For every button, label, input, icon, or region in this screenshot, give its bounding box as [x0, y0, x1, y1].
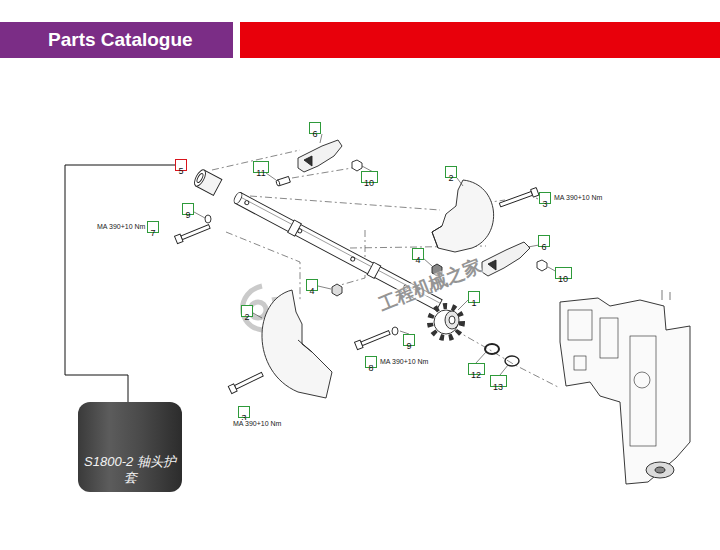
callout-number: 2 — [445, 166, 457, 178]
callout-text: 6 — [539, 242, 548, 252]
callout-number: 1 — [468, 291, 480, 303]
callout-text: 7 — [148, 228, 157, 238]
callout-number: 3 — [539, 192, 551, 204]
callout-number: 5 — [175, 159, 187, 171]
callout-number: 12 — [468, 363, 485, 375]
callout-text: 4 — [413, 255, 422, 265]
callout-text: 5 — [176, 166, 185, 176]
callout-number: 3 — [238, 406, 250, 418]
callout-number: 8 — [365, 356, 377, 368]
torque-spec: MA 390+10 Nm — [232, 420, 282, 427]
callout-number: 10 — [361, 171, 378, 183]
callout-number: 4 — [306, 279, 318, 291]
callout-number: 10 — [555, 267, 572, 279]
part-photo: S1800-2 轴头护套 — [78, 402, 182, 492]
callout-number: 9 — [182, 203, 194, 215]
callout-number: 13 — [490, 375, 507, 387]
title-band: Parts Catalogue — [0, 22, 233, 58]
callout-text: 4 — [307, 286, 316, 296]
callout-text: 2 — [446, 173, 455, 183]
page-title: Parts Catalogue — [0, 22, 233, 58]
watermark: 工程机械之家 — [377, 256, 484, 313]
callout-text: 3 — [540, 199, 549, 209]
callout-text: 12 — [469, 370, 483, 380]
callout-text: 11 — [254, 168, 267, 178]
callout-text: 6 — [310, 129, 319, 139]
callout-text: 2 — [242, 312, 251, 322]
photo-note: S1800-2 轴头护套 — [84, 454, 176, 487]
callout-number: 6 — [309, 122, 321, 134]
callout-text: 10 — [556, 274, 570, 284]
callout-text: 8 — [366, 363, 375, 373]
callout-number: 7 — [147, 221, 159, 233]
torque-spec: MA 390+10 Nm — [553, 194, 603, 201]
leader-line — [65, 165, 175, 402]
callout-number: 2 — [241, 305, 253, 317]
callout-text: 9 — [404, 341, 413, 351]
callout-text: 10 — [362, 178, 376, 188]
callout-number: 9 — [403, 334, 415, 346]
torque-spec: MA 390+10 Nm — [96, 223, 146, 230]
header-bar — [240, 22, 720, 58]
callout-text: 13 — [491, 382, 505, 392]
callout-number: 11 — [253, 161, 269, 173]
callout-text: 9 — [183, 210, 192, 220]
torque-spec: MA 390+10 Nm — [379, 358, 429, 365]
callout-text: 1 — [469, 298, 478, 308]
callout-number: 4 — [412, 248, 424, 260]
callout-number: 6 — [538, 235, 550, 247]
